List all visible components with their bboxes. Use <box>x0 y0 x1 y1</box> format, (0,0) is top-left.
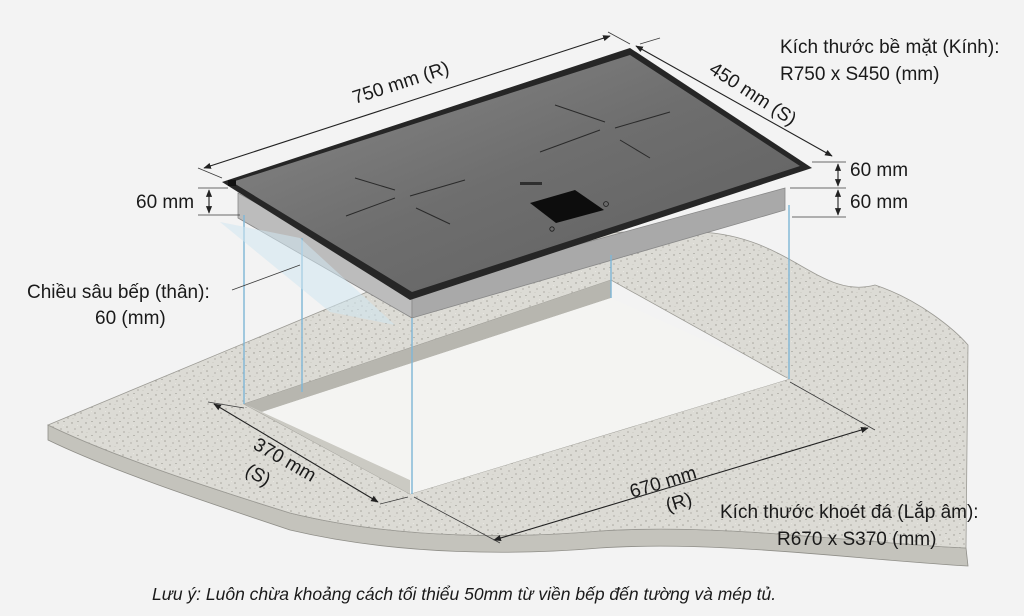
label-body-depth-line2: 60 (mm) <box>95 308 166 329</box>
label-surface-size-line2: R750 x S450 (mm) <box>780 64 939 85</box>
label-height-left: 60 mm <box>136 192 194 213</box>
dim-right-heights: 60 mm 60 mm <box>790 160 908 218</box>
cooktop-body <box>237 187 786 319</box>
label-height-right-bottom: 60 mm <box>850 192 908 213</box>
sensor-icon <box>549 226 555 232</box>
cutout-floor <box>262 298 789 494</box>
cutout-size-info: Kích thước khoét đá (Lắp âm): R670 x S37… <box>720 501 979 550</box>
badge-icon <box>228 180 236 186</box>
label-height-right-top: 60 mm <box>850 160 908 181</box>
installation-note: Lưu ý: Luôn chừa khoảng cách tối thiểu 5… <box>152 584 776 604</box>
label-cutout-size-line2: R670 x S370 (mm) <box>777 529 936 550</box>
label-cutout-size-line1: Kích thước khoét đá (Lắp âm): <box>720 501 979 523</box>
dim-left-height: 60 mm <box>136 187 240 216</box>
label-surface-size-line1: Kích thước bề mặt (Kính): <box>780 37 999 58</box>
power-icon <box>603 201 609 207</box>
cutout-inner-wall-back <box>244 280 611 412</box>
callout-body-depth: Chiều sâu bếp (thân): 60 (mm) <box>27 264 301 329</box>
zone-marker-left <box>345 177 466 225</box>
label-top-width: 750 mm (R) <box>350 58 452 109</box>
surface-size-info: Kích thước bề mặt (Kính): R750 x S450 (m… <box>780 37 999 85</box>
brand-logo <box>520 182 542 185</box>
projection-guides <box>220 205 790 494</box>
label-body-depth-line1: Chiều sâu bếp (thân): <box>27 282 210 303</box>
control-panel <box>530 190 604 223</box>
